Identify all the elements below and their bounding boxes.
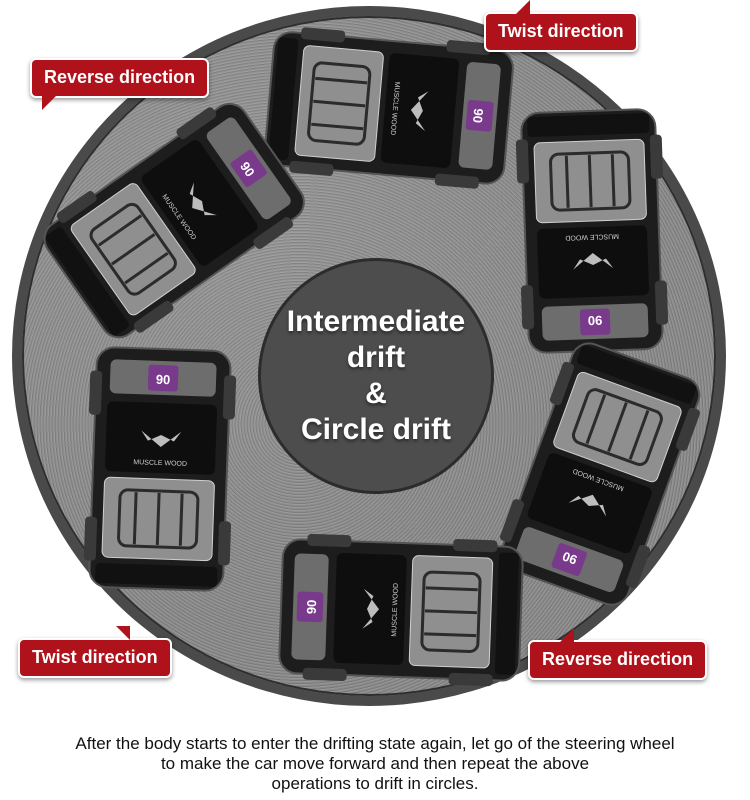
car-1: 90 MUSCLE WOOD — [259, 22, 521, 193]
center-hub: Intermediate drift & Circle drift — [258, 258, 494, 494]
car-badge: 90 — [156, 372, 171, 387]
callout-twist-bottom: Twist direction — [18, 626, 172, 678]
callout-twist-top: Twist direction — [484, 0, 638, 52]
callout-reverse-top: Reverse direction — [30, 58, 210, 110]
car-badge: 90 — [588, 313, 603, 328]
car-badge: 90 — [237, 159, 258, 179]
car-badge: 90 — [304, 599, 319, 614]
hub-line-4: Circle drift — [300, 413, 451, 446]
caption-line-2: to make the car move forward and then re… — [160, 754, 590, 773]
car-3: 90 MUSCLE WOOD — [513, 104, 672, 359]
hub-label: Intermediate drift & Circle drift — [287, 304, 465, 448]
car-badge: 90 — [560, 549, 579, 568]
hub-line-3: & — [365, 377, 387, 410]
callout-reverse-bottom: Reverse direction — [528, 628, 708, 680]
caption-line-3: operations to drift in circles. — [271, 774, 479, 793]
hub-line-1: Intermediate — [286, 305, 466, 338]
hub-line-2: drift — [346, 341, 406, 374]
car-brand: MUSCLE WOOD — [391, 583, 400, 637]
car-brand: MUSCLE WOOD — [565, 232, 619, 241]
car-badge: 90 — [470, 108, 486, 124]
caption-line-1: After the body starts to enter the drift… — [75, 734, 675, 753]
caption: After the body starts to enter the drift… — [0, 734, 750, 794]
car-brand: MUSCLE WOOD — [133, 459, 187, 468]
car-brand: MUSCLE WOOD — [389, 81, 401, 135]
car-6: 90 MUSCLE WOOD — [272, 531, 527, 690]
